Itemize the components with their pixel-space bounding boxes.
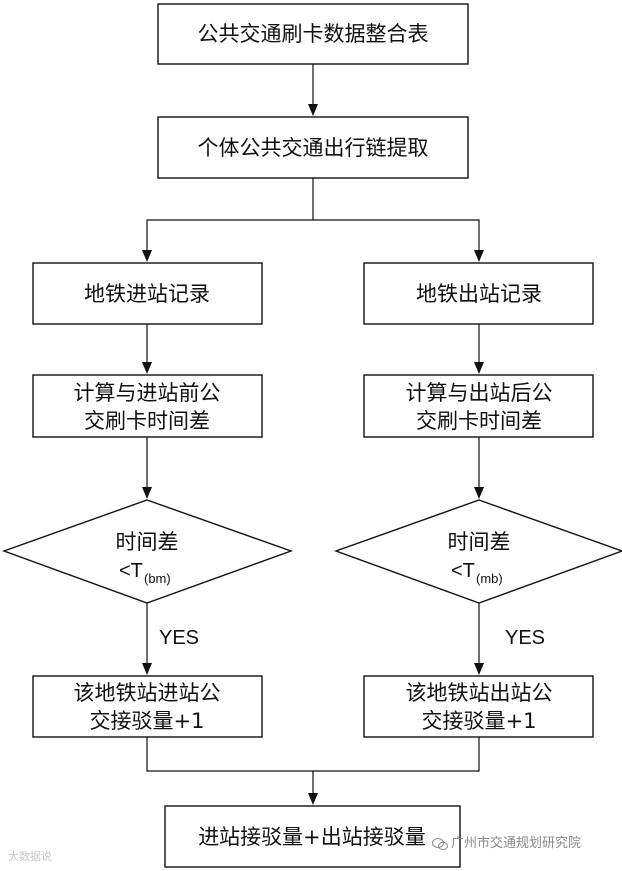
node-entry-transfer-count xyxy=(32,675,263,738)
node-metro-exit-records xyxy=(363,262,594,325)
arrowhead-to-n6 xyxy=(308,793,318,805)
decision-exit-threshold-sub: (mb) xyxy=(476,571,503,586)
node-exit-transfer-count xyxy=(363,675,594,738)
node-total-transfer xyxy=(164,805,461,868)
node-data-integration-label: 公共交通刷卡数据整合表 xyxy=(198,22,429,46)
arrowhead-n4-decision-left xyxy=(142,487,152,499)
node-entry-transfer-count-line1: 该地铁站进站公 xyxy=(74,681,221,705)
node-data-integration xyxy=(157,3,469,65)
node-trip-chain-extraction-label: 个体公共交通出行链提取 xyxy=(198,136,429,160)
edge-merge xyxy=(146,737,480,772)
node-exit-transfer-count-line1: 该地铁站出站公 xyxy=(406,681,553,705)
decision-entry-threshold-lt: <T xyxy=(119,560,143,582)
arrowhead-to-n3-left xyxy=(142,250,152,262)
decision-entry-threshold-sub: (bm) xyxy=(144,571,171,586)
arrowhead-decision-n5-left xyxy=(142,663,152,675)
node-metro-entry-records xyxy=(32,262,263,325)
decision-exit-threshold-line1: 时间差 xyxy=(448,530,511,554)
watermark-right-text: 广州市交通规划研究院 xyxy=(451,836,582,851)
edge-label-yes-left: YES xyxy=(159,627,199,649)
arrowhead-decision-n5-right xyxy=(474,663,484,675)
decision-entry-threshold xyxy=(1,499,294,604)
watermark-left: 大数据说 xyxy=(8,848,52,864)
node-calc-entry-time-diff-line2: 交刷卡时间差 xyxy=(84,409,210,433)
node-calc-entry-time-diff-line1: 计算与进站前公 xyxy=(74,381,221,405)
watermark-left-text: 大数据说 xyxy=(8,850,52,863)
arrowhead-to-n3-right xyxy=(474,250,484,262)
decision-exit-threshold-lt: <T xyxy=(451,560,475,582)
node-total-transfer-label: 进站接驳量+出站接驳量 xyxy=(198,825,426,849)
arrowhead-n3-n4-right xyxy=(474,362,484,374)
node-calc-exit-time-diff-line2: 交刷卡时间差 xyxy=(416,409,542,433)
wechat-icon xyxy=(432,837,448,850)
node-calc-entry-time-diff xyxy=(32,374,263,438)
node-metro-exit-records-label: 地铁出站记录 xyxy=(416,282,542,306)
watermark-right: 广州市交通规划研究院 xyxy=(432,832,581,851)
edge-label-yes-right: YES xyxy=(505,627,545,649)
node-exit-transfer-count-line2: 交接驳量+1 xyxy=(422,709,537,733)
node-metro-entry-records-label: 地铁进站记录 xyxy=(84,282,210,306)
node-entry-transfer-count-line2: 交接驳量+1 xyxy=(90,709,205,733)
decision-entry-threshold-line1: 时间差 xyxy=(116,530,179,554)
node-trip-chain-extraction xyxy=(157,116,469,179)
decision-exit-threshold xyxy=(333,499,622,604)
arrowhead-n1-n2 xyxy=(308,104,318,116)
node-calc-exit-time-diff xyxy=(363,374,594,438)
node-calc-exit-time-diff-line1: 计算与出站后公 xyxy=(406,381,553,405)
arrowhead-n3-n4-left xyxy=(142,362,152,374)
edge-split-branches xyxy=(146,219,480,253)
arrowhead-n4-decision-right xyxy=(474,487,484,499)
